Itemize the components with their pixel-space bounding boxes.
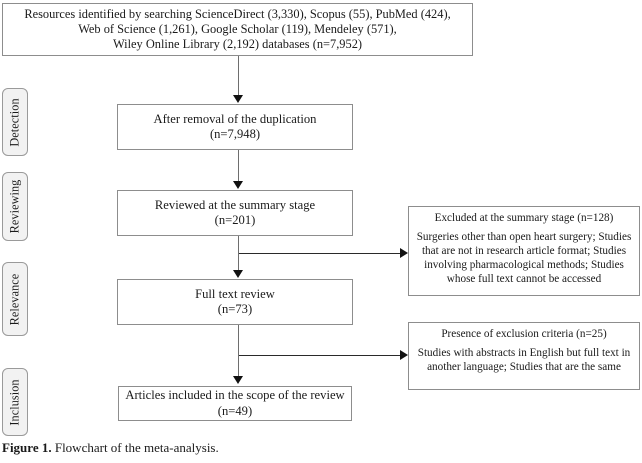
stage-detection-text: Detection: [7, 97, 22, 147]
excluded-summary-box: Excluded at the summary stage (n=128) Su…: [408, 206, 640, 296]
figure-caption-text: Flowchart of the meta-analysis.: [51, 440, 219, 455]
sources-line-3: Wiley Online Library (2,192) databases (…: [112, 37, 363, 52]
fulltext-line-1: Full text review: [195, 286, 275, 301]
arrowhead-included: [233, 376, 243, 384]
figure-caption: Figure 1. Flowchart of the meta-analysis…: [2, 440, 219, 456]
excluded-criteria-box: Presence of exclusion criteria (n=25) St…: [408, 322, 640, 390]
arrowhead-fulltext: [233, 270, 243, 278]
dedup-line-2: (n=7,948): [209, 127, 261, 141]
sources-line-2: Web of Science (1,261), Google Scholar (…: [78, 21, 397, 36]
figure-caption-label: Figure 1.: [2, 440, 52, 455]
sources-box: Resources identified by searching Scienc…: [2, 3, 473, 56]
included-articles-box: Articles included in the scope of the re…: [118, 386, 352, 421]
fulltext-review-box: Full text review (n=73): [117, 279, 353, 325]
excluded-summary-details: Surgeries other than open heart surgery;…: [416, 231, 632, 286]
connector-summary-to-fulltext: [238, 236, 239, 271]
summary-line-1: Reviewed at the summary stage: [154, 197, 316, 212]
connector-fulltext-to-included: [238, 325, 239, 377]
connector-fulltext-to-criteria: [239, 355, 401, 356]
excluded-summary-heading: Excluded at the summary stage (n=128): [434, 212, 614, 224]
stage-label-detection: Detection: [2, 88, 28, 156]
connector-dedup-to-summary: [238, 150, 239, 182]
stage-label-inclusion: Inclusion: [2, 368, 28, 436]
summary-stage-box: Reviewed at the summary stage (n=201): [117, 190, 353, 236]
dedup-box: After removal of the duplication (n=7,94…: [117, 104, 353, 150]
stage-label-relevance: Relevance: [2, 262, 28, 336]
arrowhead-excluded-criteria: [400, 350, 408, 360]
arrowhead-summary: [233, 181, 243, 189]
fulltext-line-2: (n=73): [217, 302, 253, 316]
dedup-line-1: After removal of the duplication: [153, 111, 317, 126]
arrowhead-dedup: [233, 95, 243, 103]
stage-inclusion-text: Inclusion: [7, 378, 22, 426]
arrowhead-excluded-summary: [400, 248, 408, 258]
included-line-1: Articles included in the scope of the re…: [125, 388, 345, 403]
stage-relevance-text: Relevance: [7, 273, 22, 325]
excluded-criteria-details: Studies with abstracts in English but fu…: [417, 347, 631, 374]
connector-summary-to-excluded: [239, 253, 401, 254]
excluded-criteria-heading: Presence of exclusion criteria (n=25): [441, 328, 607, 340]
sources-line-1: Resources identified by searching Scienc…: [24, 6, 451, 21]
connector-sources-to-dedup: [238, 56, 239, 96]
included-line-2: (n=49): [217, 403, 253, 418]
stage-reviewing-text: Reviewing: [7, 179, 22, 234]
stage-label-reviewing: Reviewing: [2, 172, 28, 241]
summary-line-2: (n=201): [214, 213, 256, 227]
